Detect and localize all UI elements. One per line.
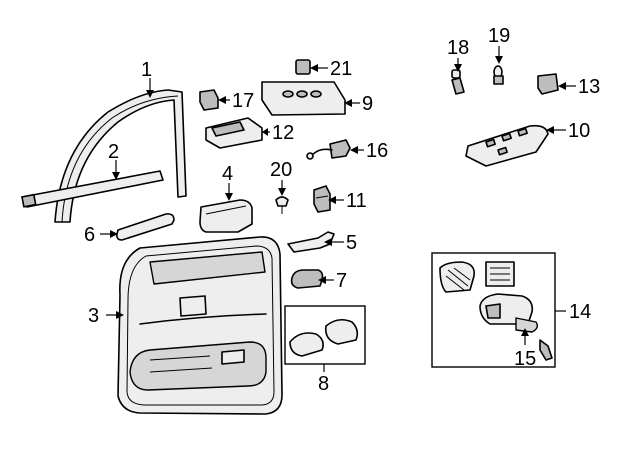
callout-17: 17 [232, 90, 254, 112]
callout-6: 6 [84, 224, 95, 246]
callout-16: 16 [366, 140, 388, 162]
callout-15: 15 [514, 348, 536, 370]
callout-1: 1 [141, 59, 152, 81]
part-8-trim-caps[interactable] [284, 305, 366, 365]
callout-3: 3 [88, 305, 99, 327]
callout-21: 21 [330, 58, 352, 80]
part-7-handle-cup[interactable] [290, 269, 324, 289]
callout-18: 18 [447, 37, 469, 59]
part-21-small-switch[interactable] [295, 59, 311, 75]
callout-12: 12 [272, 122, 294, 144]
callout-4: 4 [222, 163, 233, 185]
part-4-map-pocket[interactable] [199, 199, 253, 233]
callout-13: 13 [578, 76, 600, 98]
part-20-retainer-clip[interactable] [275, 196, 289, 214]
part-1-window-frame[interactable] [54, 89, 187, 223]
part-17-switch[interactable] [199, 89, 219, 111]
part-16-wiring-pigtail[interactable] [306, 139, 351, 160]
part-18-bulb-socket[interactable] [451, 69, 465, 95]
callout-9: 9 [362, 93, 373, 115]
leader-lines [100, 46, 576, 372]
callout-19: 19 [488, 25, 510, 47]
part-19-bulb[interactable] [493, 65, 504, 85]
part-12-window-switch[interactable] [205, 117, 263, 149]
part-2-belt-molding[interactable] [21, 170, 164, 208]
callout-5: 5 [346, 232, 357, 254]
callout-10: 10 [568, 120, 590, 142]
callout-labels: 1 2 3 4 5 6 7 8 9 10 11 12 13 14 15 16 1… [84, 25, 600, 395]
part-14-courtesy-lamp-kit[interactable] [431, 252, 556, 368]
callout-11: 11 [346, 190, 367, 212]
callout-14: 14 [569, 301, 591, 323]
callout-8: 8 [318, 373, 329, 395]
part-3-door-trim-panel[interactable] [117, 236, 283, 415]
callout-20: 20 [270, 159, 292, 181]
part-10-master-switch-panel[interactable] [465, 124, 549, 167]
part-9-switch-bezel[interactable] [261, 81, 346, 116]
part-11-switch[interactable] [313, 185, 331, 213]
part-13-switch[interactable] [537, 73, 559, 95]
part-6-pull-handle[interactable] [116, 213, 175, 241]
callout-2: 2 [108, 141, 119, 163]
callout-7: 7 [336, 270, 347, 292]
